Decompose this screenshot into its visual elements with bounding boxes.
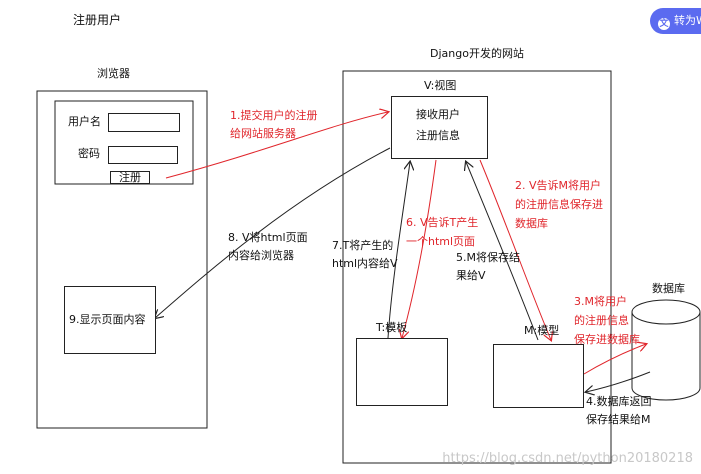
display-content-box: 9.显示页面内容 (64, 286, 156, 354)
model-box (493, 344, 584, 408)
username-label: 用户名 (68, 115, 101, 128)
view-label: V:视图 (424, 79, 457, 92)
arrow-step-8 (155, 147, 391, 318)
step-3-line-3: 保存进数据库 (574, 333, 640, 346)
step-1-line-1: 1.提交用户的注册 (230, 109, 318, 122)
register-button[interactable]: 注册 (110, 171, 150, 184)
arrow-step-4 (586, 371, 651, 392)
page-title: 注册用户 (73, 13, 122, 27)
step-7-line-2: html内容给V (332, 257, 398, 270)
password-label: 密码 (78, 147, 100, 160)
arrow-step-5 (466, 162, 539, 341)
step-2-line-2: 的注册信息保存进 (515, 198, 603, 211)
template-label: T:模板 (376, 321, 408, 334)
step-1-line-2: 给网站服务器 (230, 127, 296, 140)
translate-button[interactable]: 文转为W (650, 8, 701, 34)
display-content-label: 9.显示页面内容 (69, 313, 146, 326)
register-form-frame (54, 100, 194, 185)
step-8-line-2: 内容给浏览器 (228, 249, 294, 262)
arrow-step-6 (402, 159, 437, 338)
arrow-step-7 (387, 162, 410, 339)
step-3-line-1: 3.M将用户 (574, 295, 627, 308)
watermark: https://blog.csdn.net/python20180218 (442, 451, 693, 466)
step-4-line-2: 保存结果给M (586, 413, 651, 426)
browser-frame (36, 90, 208, 429)
step-8-line-1: 8. V将html页面 (228, 231, 308, 244)
translate-button-label: 转为W (674, 14, 701, 27)
step-6-line-1: 6. V告诉T产生 (406, 216, 479, 229)
model-label: M:模型 (524, 324, 560, 337)
username-input[interactable] (108, 113, 180, 132)
database-cylinder (631, 299, 701, 401)
view-box-line-1: 接收用户 (416, 108, 460, 121)
browser-label: 浏览器 (97, 67, 130, 80)
arrow-step-3 (583, 344, 646, 375)
step-7-line-1: 7.T将产生的 (332, 239, 394, 252)
step-5-line-1: 5.M将保存结 (456, 251, 520, 264)
step-2-line-1: 2. V告诉M将用户 (515, 179, 602, 192)
view-box-line-2: 注册信息 (416, 129, 460, 142)
step-3-line-2: 的注册信息 (574, 314, 629, 327)
site-label: Django开发的网站 (430, 47, 524, 60)
password-input[interactable] (108, 146, 178, 164)
step-6-line-2: 一个html页面 (406, 235, 476, 248)
view-box: 接收用户 注册信息 (391, 96, 488, 159)
step-5-line-2: 果给V (456, 269, 486, 282)
template-box (356, 338, 448, 406)
step-2-line-3: 数据库 (515, 217, 548, 230)
site-frame (342, 70, 612, 464)
database-label: 数据库 (652, 282, 685, 295)
translate-icon: 文 (658, 18, 670, 30)
arrow-step-1 (165, 112, 388, 179)
step-4-line-1: 4.数据库返回 (586, 395, 652, 408)
arrow-step-2 (479, 159, 551, 340)
